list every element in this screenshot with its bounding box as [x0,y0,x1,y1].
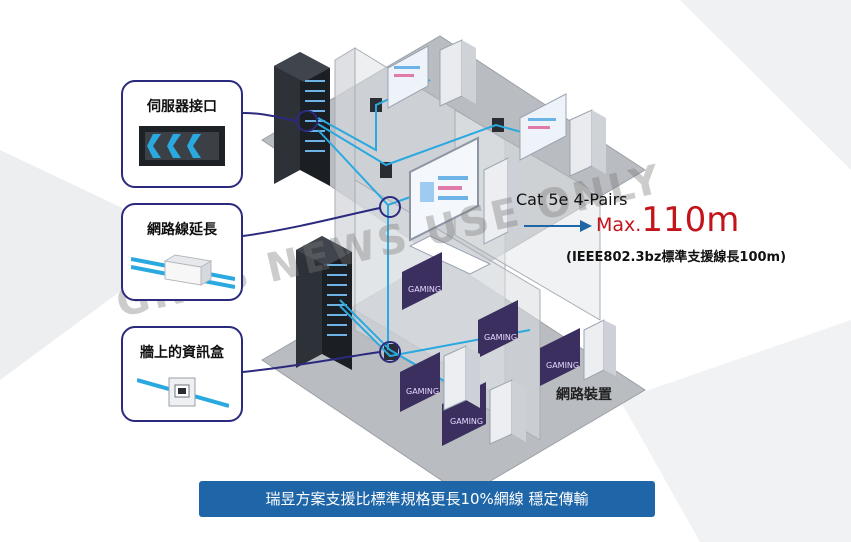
cable-type-label: Cat 5e 4-Pairs [516,190,628,209]
monitor-icon [519,93,567,161]
monitor-icon: GAMING [540,328,580,386]
network-device-label: 網路裝置 [556,387,612,403]
server-rack-icon [274,52,330,186]
server-rack-icon [296,236,352,370]
callout-wall-box: 牆上的資訊盒 [121,326,243,422]
background-shard [620,320,851,542]
desktop-pc-icon [569,109,606,177]
cable-coupler-icon [131,254,235,289]
callout-network-extension-title: 網路線延長 [147,222,217,238]
desktop-pc-icon [483,157,524,245]
desktop-pc-icon [583,319,616,381]
background-shard [0,150,190,380]
focus-circle [379,196,401,218]
callout-server-port: 伺服器接口 [121,80,243,188]
monitor-text: GAMING [408,285,441,294]
monitor-icon: GAMING [478,300,518,358]
monitor-text: GAMING [406,387,439,396]
ethernet-port-icon [139,126,225,166]
monitor-icon [387,45,429,109]
desktop-pc-icon [489,379,526,445]
desktop-pc-icon [443,345,480,411]
wall-jack-icon [380,162,392,178]
max-prefix: Max. [596,214,642,236]
standard-note: (IEEE802.3bz標準支援線長100m) [566,250,787,265]
max-value: 110m [641,200,740,240]
wall-panel [354,179,541,441]
monitor-text: GAMING [450,417,483,426]
wall-jack-icon [137,377,229,408]
summary-banner: 瑞昱方案支援比標準規格更長10%網線 穩定傳輸 [199,481,655,517]
monitor-text: GAMING [546,361,579,370]
monitor-icon: GAMING [400,352,440,412]
callout-network-extension: 網路線延長 [121,203,243,301]
desktop-pc-icon [439,39,476,107]
monitor-icon [408,136,492,275]
callout-connectors [242,112,381,373]
monitor-text: GAMING [484,333,517,342]
monitor-icon: GAMING [402,252,442,310]
max-length-label: Max.110m [596,200,739,240]
callout-wall-box-title: 牆上的資訊盒 [140,345,224,361]
background-shard [680,0,851,170]
callout-server-port-title: 伺服器接口 [147,99,217,115]
